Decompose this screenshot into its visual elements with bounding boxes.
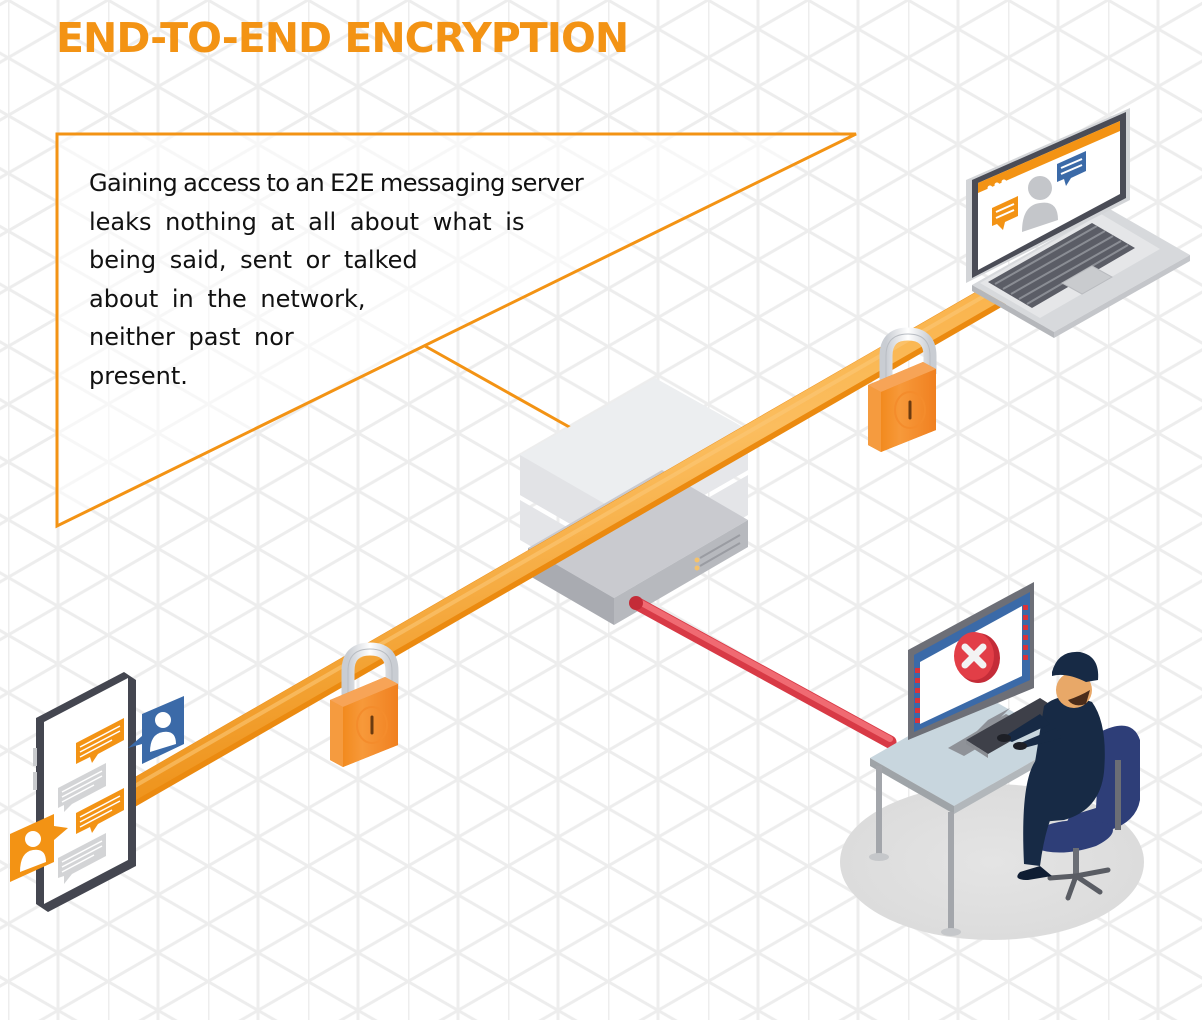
chat-bubble-sent: [76, 788, 124, 834]
description-line: being said, sent or talked: [89, 246, 418, 275]
encrypted-pipe: [88, 278, 1012, 827]
laptop-chat-icon: [966, 108, 1190, 338]
callout-pointer-line: [424, 344, 597, 444]
padlock-icon: [868, 327, 937, 452]
description-line: neither past nor: [89, 323, 294, 352]
description-line: leaks nothing at all about what is: [89, 207, 525, 236]
hacker-workstation-icon: [840, 582, 1144, 940]
callout-box: [55, 132, 857, 529]
padlock-icon: [330, 642, 399, 767]
chat-bubble-received: [58, 763, 106, 812]
chat-bubble-received: [58, 833, 106, 884]
smartphone-chat-icon: [10, 672, 184, 912]
page-title: END-TO-END ENCRYPTION: [56, 14, 629, 62]
intercept-cable: [629, 596, 897, 749]
description-line: Gaining access to an E2E messaging serve…: [89, 169, 584, 197]
chat-bubble-sent: [76, 718, 124, 764]
description-line: about in the network,: [89, 284, 366, 313]
recipient-avatar-icon: [128, 696, 184, 764]
sender-avatar-icon: [10, 814, 68, 882]
description-line: present.: [89, 361, 188, 390]
callout-description: Gaining access to an E2E messaging serve…: [89, 164, 669, 396]
access-denied-error-icon: [954, 632, 1000, 683]
